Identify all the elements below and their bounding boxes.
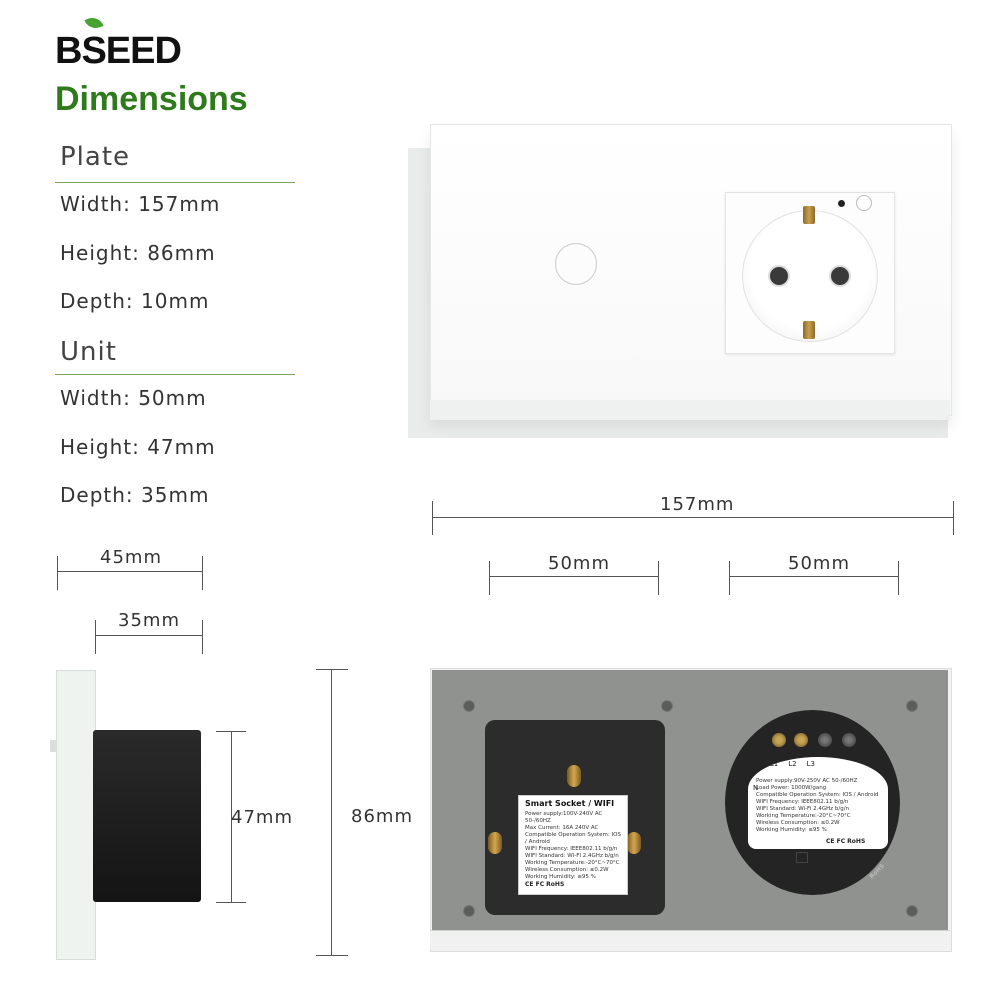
dimension-line-35 xyxy=(95,635,203,636)
switch-label-line: WIFI Frequency: IEEE802.11 b/g/n xyxy=(756,799,849,805)
dimension-label-50-left: 50mm xyxy=(548,553,610,574)
socket-label-certs: CE FC RoHS xyxy=(525,881,565,888)
tick xyxy=(57,556,58,590)
tick xyxy=(216,902,246,903)
socket-label-line: Working Humidity: ≤95 % xyxy=(525,874,596,880)
socket-label-line: Power supply:100V-240V AC 50-/60HZ xyxy=(525,811,603,824)
socket-terminal-left xyxy=(488,832,502,854)
tick xyxy=(95,620,96,654)
dimension-label-47: 47mm xyxy=(231,807,293,828)
socket-terminal-right xyxy=(627,832,641,854)
tick xyxy=(202,620,203,654)
touch-button[interactable] xyxy=(555,243,597,285)
unit-depth: Depth: 35mm xyxy=(60,483,210,507)
tick xyxy=(658,561,659,595)
side-unit-box xyxy=(93,730,201,902)
tick xyxy=(489,561,490,595)
socket-label-line: WIFI Standard: WI-FI 2.4GHz b/g/n xyxy=(525,853,619,859)
unit-width: Width: 50mm xyxy=(60,386,207,410)
switch-label-line: Power supply:90V-250V AC 50-/60HZ xyxy=(756,778,858,784)
plate-depth: Depth: 10mm xyxy=(60,289,210,313)
tick xyxy=(316,955,348,956)
screw-icon xyxy=(661,700,673,712)
plate-title: Plate xyxy=(60,142,131,172)
side-glass-plate xyxy=(56,670,96,960)
unit-title: Unit xyxy=(60,337,117,367)
socket-terminal-top xyxy=(567,765,581,787)
screw-icon xyxy=(906,905,918,917)
socket-label-line: Max Current: 16A 240V AC xyxy=(525,825,599,831)
switch-label-line: Compatible Operation System: IOS / Andro… xyxy=(756,792,879,798)
socket-spec-label: Smart Socket / WIFI Power supply:100V-24… xyxy=(518,795,628,895)
socket-label-title: Smart Socket / WIFI xyxy=(525,799,615,808)
unit-divider xyxy=(55,374,295,375)
tick xyxy=(729,561,730,595)
switch-label-certs: CE FC RoHS xyxy=(826,838,866,845)
socket-outlet xyxy=(742,210,878,342)
switch-label-line: Load Power: 1000W/gang xyxy=(756,785,827,791)
terminal-screw xyxy=(794,733,808,747)
dimension-line-50-left xyxy=(489,576,659,577)
unit-height: Height: 47mm xyxy=(60,435,216,459)
tick xyxy=(316,669,348,670)
tick xyxy=(898,561,899,595)
plate-height: Height: 86mm xyxy=(60,241,216,265)
terminal-label-n: N xyxy=(753,784,759,792)
dimension-line-86 xyxy=(331,669,332,956)
socket-label-line: Wireless Consumption: ≤0.2W xyxy=(525,867,609,873)
dimension-label-157: 157mm xyxy=(660,494,735,515)
page-title: Dimensions xyxy=(55,80,248,118)
plate-width: Width: 157mm xyxy=(60,192,221,216)
terminal-label: L1 xyxy=(769,760,779,768)
terminal-screw xyxy=(818,733,832,747)
socket-pin-hole-left xyxy=(768,265,790,287)
switch-label-line: WIFI Standard: Wi-Fi 2.4GHz b/g/n xyxy=(756,806,850,812)
dimension-line-45 xyxy=(57,571,203,572)
dimension-label-86: 86mm xyxy=(351,806,413,827)
screw-icon xyxy=(463,905,475,917)
dimension-line-50-right xyxy=(729,576,899,577)
brand-logo: BSEED xyxy=(55,30,182,72)
socket-pin-hole-right xyxy=(829,265,851,287)
dimension-label-35: 35mm xyxy=(118,610,180,631)
plate-divider xyxy=(55,182,295,183)
socket-label-line: Compatible Operation System: IOS / Andro… xyxy=(525,832,621,845)
indicator-led-icon xyxy=(838,200,845,207)
dimension-label-45: 45mm xyxy=(100,547,162,568)
terminal-screw xyxy=(842,733,856,747)
terminal-label: L xyxy=(756,760,760,768)
earth-clip-top xyxy=(803,206,815,224)
switch-label-line: Wireless Consumption: ≤0.2W xyxy=(756,820,840,826)
tick xyxy=(216,731,246,732)
dimension-line-47 xyxy=(231,731,232,903)
socket-label-line: Working Temperature:-20°C~70°C xyxy=(525,860,620,866)
back-panel-edge xyxy=(430,930,950,949)
switch-label-line: Working Temperature:-20°C~70°C xyxy=(756,813,851,819)
screw-icon xyxy=(906,700,918,712)
socket-label-line: WIFI Frequency: IEEE802.11 b/g/n xyxy=(525,846,618,852)
tick xyxy=(432,501,433,535)
dimension-label-50-right: 50mm xyxy=(788,553,850,574)
tick xyxy=(202,556,203,590)
terminal-screw xyxy=(772,733,786,747)
leaf-icon xyxy=(84,14,104,32)
terminal-label: L2 xyxy=(788,760,797,768)
terminal-label: L3 xyxy=(806,760,815,768)
side-clip xyxy=(50,740,56,752)
screw-icon xyxy=(463,700,475,712)
switch-label-line: Working Humidity: ≤95 % xyxy=(756,827,827,833)
indicator-ring-icon xyxy=(856,195,872,211)
tick xyxy=(953,501,954,535)
earth-clip-bottom xyxy=(803,321,815,339)
wifi-icon xyxy=(796,852,808,863)
switch-spec-label: L L1 L2 L3 Power supply:90V-250V AC 50-/… xyxy=(748,757,888,849)
panel-bottom-edge xyxy=(430,400,950,420)
dimension-line-157 xyxy=(432,517,954,518)
